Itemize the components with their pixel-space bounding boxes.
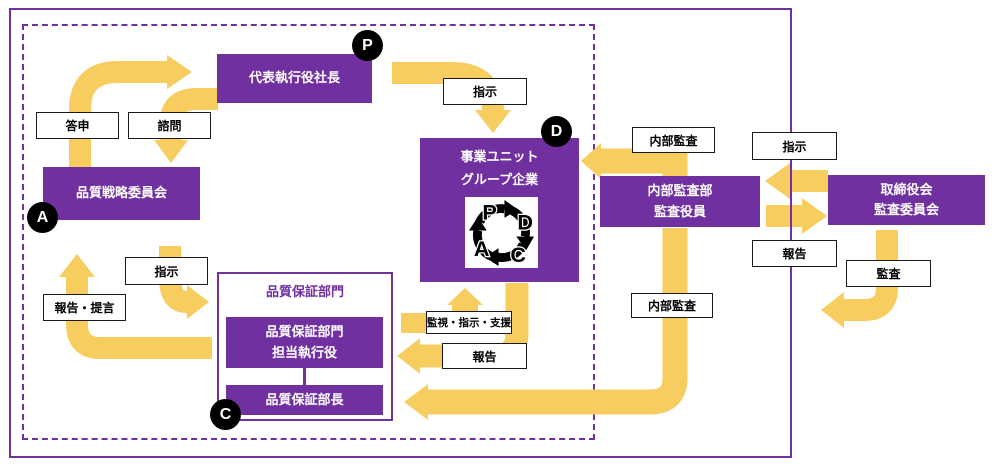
label-kansa: 監査 [846,260,931,287]
pdca-cycle-icon: P D C A [465,197,538,268]
arrowhead-naibu-kansa-top [581,143,601,179]
qa-executive-line1: 品質保証部門 [265,324,344,340]
pdca-arrowhead-left [468,216,487,231]
node-business-unit-text: 事業ユニット グループ企業 [420,146,579,192]
node-board-line1: 取締役会 [880,181,933,197]
node-qa-executive: 品質保証部門 担当執行役 [226,317,383,368]
arrow-houkoku-teigen [66,276,212,359]
pdca-arc-right [510,206,531,238]
arrowhead-kanshi [447,288,483,305]
pdca-letter-a: A [474,236,490,261]
badge-do: D [541,116,572,147]
badge-check: C [210,399,241,430]
node-internal-audit: 内部監査部 監査役員 [600,176,760,227]
dashed-inner-frame [22,24,595,440]
node-board-audit-committee: 取締役会 監査委員会 [828,175,985,225]
label-toshin: 答申 [36,112,119,139]
node-internal-audit-line1: 内部監査部 [647,183,713,199]
node-qa-manager: 品質保証部長 [226,385,383,415]
pdca-arrowhead-right [516,236,535,251]
label-houkoku-center: 報告 [442,343,527,369]
label-naibu-kansa-bottom: 内部監査 [631,293,713,318]
arrow-kansa [844,230,898,321]
qa-connector-line [303,368,306,385]
qa-manager-label: 品質保証部長 [265,391,344,407]
arrow-naibu-kansa-bottom [428,228,688,415]
qa-division-title: 品質保証部門 [265,284,344,299]
node-strategy-committee: 品質戦略委員会 [43,167,200,220]
label-houkoku-right: 報告 [752,240,837,267]
badge-plan: P [352,30,383,61]
node-president-label: 代表執行役社長 [248,70,340,86]
node-strategy-committee-label: 品質戦略委員会 [75,185,167,201]
pdca-letter-d: D [517,210,533,235]
arrow-toshin [69,61,167,170]
pdca-letter-p: P [482,200,496,225]
node-business-unit-line1: 事業ユニット [460,149,539,164]
pdca-arc-bottom [496,242,528,262]
arrowhead-shimon [154,140,188,163]
node-board-line2: 監査委員会 [873,202,939,217]
arrowhead-shiji-left [187,285,209,319]
label-kanshi-shiji-shien: 監視・指示・支援 [426,311,512,334]
arrowhead-naibu-kansa-bottom [404,384,428,420]
arrowhead-houkoku-right [802,198,827,234]
label-shiji-left: 指示 [125,257,208,285]
node-internal-audit-line2: 監査役員 [653,203,706,219]
arrowhead-shiji-top [475,110,511,133]
arrow-naibu-kansa-top [600,148,688,177]
arrowhead-houkoku-center [397,338,420,374]
qa-executive-line2: 担当執行役 [271,344,337,360]
pdca-letter-c: C [510,242,526,267]
label-shimon: 諮問 [128,112,211,139]
arrowhead-shiji-right [765,163,790,199]
node-business-unit-line2: グループ企業 [460,171,539,187]
node-president: 代表執行役社長 [217,54,372,103]
arrowhead-kansa [821,292,844,328]
node-qa-division: 品質保証部門 品質保証部門 担当執行役 品質保証部長 [217,272,393,421]
pdca-arc-top [475,204,506,224]
arrowhead-toshin [167,55,192,89]
badge-act: A [27,202,58,233]
pdca-arrowhead-top [504,199,519,218]
label-naibu-kansa-top: 内部監査 [632,127,715,153]
label-houkoku-teigen: 報告・提言 [43,294,126,321]
label-shiji-right: 指示 [752,132,837,160]
label-shiji-top: 指示 [443,78,527,105]
pdca-arrowhead-bottom [484,248,499,267]
arrowhead-houkoku-teigen [59,254,95,277]
